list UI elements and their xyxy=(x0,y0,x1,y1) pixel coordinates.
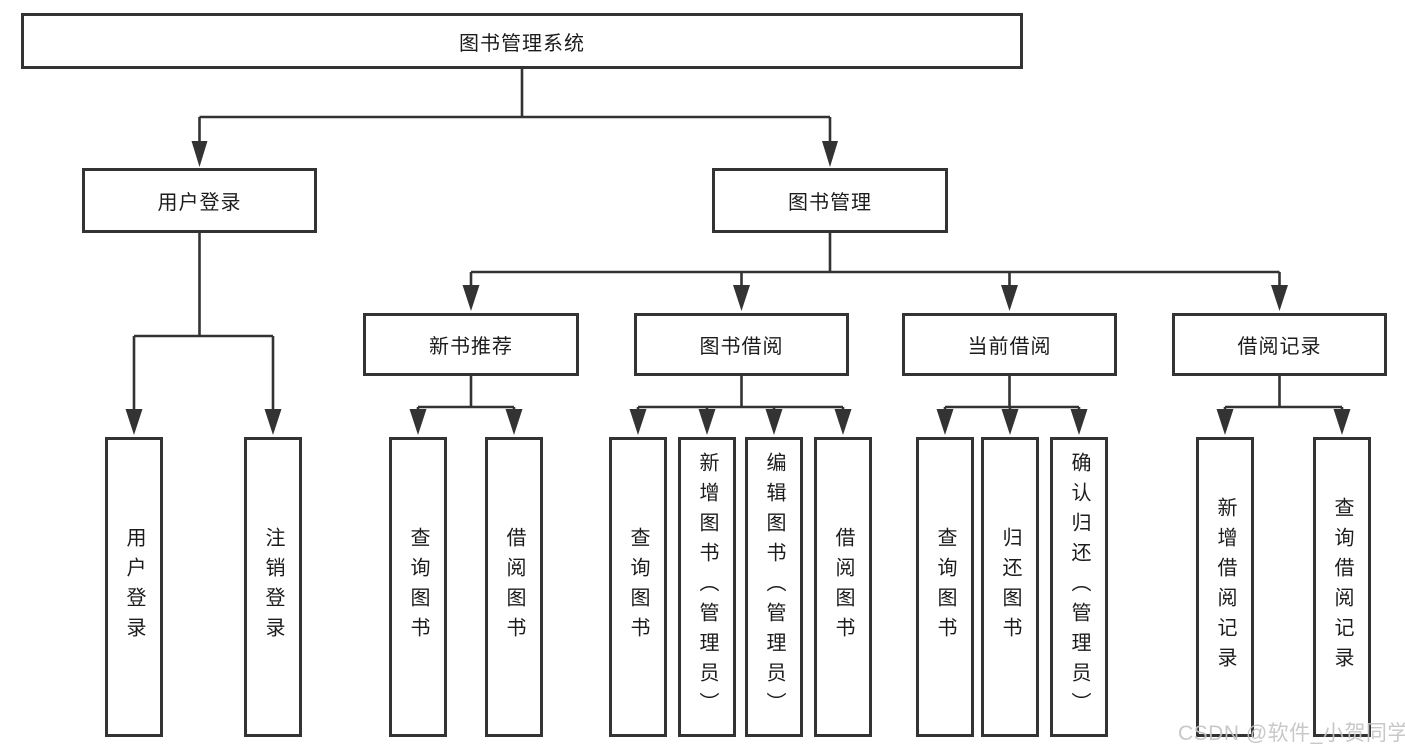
arrowhead xyxy=(191,141,208,167)
node-leaf-query-books-3: 查询图书 xyxy=(916,437,974,737)
node-leaf-return-books-label: 归还图书 xyxy=(999,527,1021,647)
arrowhead xyxy=(462,285,480,311)
arrowhead xyxy=(733,285,750,311)
node-leaf-borrow-books-1-label: 借阅图书 xyxy=(503,527,525,647)
node-book-borrow: 图书借阅 xyxy=(634,313,849,376)
node-user-login-label: 用户登录 xyxy=(157,192,242,214)
arrowhead xyxy=(409,409,427,435)
node-leaf-return-books: 归还图书 xyxy=(981,437,1039,737)
node-current-borrow-label: 当前借阅 xyxy=(967,336,1052,358)
arrowhead xyxy=(125,409,143,435)
node-current-borrow: 当前借阅 xyxy=(902,313,1117,376)
arrowhead xyxy=(1216,409,1234,435)
node-leaf-logout-label: 注销登录 xyxy=(262,527,284,647)
arrowhead xyxy=(629,409,647,435)
node-leaf-edit-books-admin-label: 编辑图书（管理员） xyxy=(763,452,785,722)
node-book-management-label: 图书管理 xyxy=(788,192,872,214)
node-leaf-add-borrow-record-label: 新增借阅记录 xyxy=(1214,497,1236,677)
node-leaf-user-login: 用户登录 xyxy=(105,437,163,737)
node-leaf-confirm-return-admin-label: 确认归还（管理员） xyxy=(1068,452,1090,722)
node-borrow-records-label: 借阅记录 xyxy=(1237,336,1322,358)
arrowhead xyxy=(505,409,523,435)
node-leaf-query-borrow-record: 查询借阅记录 xyxy=(1313,437,1371,737)
arrowhead xyxy=(834,409,852,435)
arrowhead xyxy=(822,141,838,167)
arrowhead xyxy=(936,409,954,435)
arrowhead xyxy=(698,409,716,435)
node-user-login: 用户登录 xyxy=(82,168,317,233)
arrowhead xyxy=(264,409,282,435)
node-leaf-query-books-2-label: 查询图书 xyxy=(627,527,649,647)
node-book-borrow-label: 图书借阅 xyxy=(699,336,784,358)
arrowhead xyxy=(1070,409,1088,435)
node-new-book-recommend-label: 新书推荐 xyxy=(429,336,513,358)
node-leaf-query-borrow-record-label: 查询借阅记录 xyxy=(1331,497,1353,677)
node-leaf-edit-books-admin: 编辑图书（管理员） xyxy=(745,437,803,737)
node-leaf-query-books-1: 查询图书 xyxy=(389,437,447,737)
csdn-watermark: CSDN @软件_小贺同学 xyxy=(1178,722,1405,745)
arrowhead xyxy=(1001,409,1019,435)
node-leaf-borrow-books-2-label: 借阅图书 xyxy=(832,527,854,647)
node-leaf-confirm-return-admin: 确认归还（管理员） xyxy=(1050,437,1108,737)
node-leaf-query-books-1-label: 查询图书 xyxy=(407,527,429,647)
node-book-management: 图书管理 xyxy=(712,168,948,233)
node-system-root: 图书管理系统 xyxy=(21,13,1023,69)
arrowhead xyxy=(1333,409,1351,435)
node-leaf-borrow-books-2: 借阅图书 xyxy=(814,437,872,737)
node-leaf-query-books-2: 查询图书 xyxy=(609,437,667,737)
arrowhead xyxy=(1001,285,1018,311)
node-system-root-label: 图书管理系统 xyxy=(459,32,585,55)
arrowhead xyxy=(1271,285,1288,311)
node-leaf-logout: 注销登录 xyxy=(244,437,302,737)
node-leaf-user-login-label: 用户登录 xyxy=(123,527,145,647)
node-borrow-records: 借阅记录 xyxy=(1172,313,1387,376)
node-leaf-add-books-admin: 新增图书（管理员） xyxy=(678,437,736,737)
node-leaf-add-books-admin-label: 新增图书（管理员） xyxy=(696,452,718,722)
node-leaf-borrow-books-1: 借阅图书 xyxy=(485,437,543,737)
node-leaf-add-borrow-record: 新增借阅记录 xyxy=(1196,437,1254,737)
node-new-book-recommend: 新书推荐 xyxy=(363,313,579,376)
arrowhead xyxy=(765,409,783,435)
node-leaf-query-books-3-label: 查询图书 xyxy=(934,527,956,647)
